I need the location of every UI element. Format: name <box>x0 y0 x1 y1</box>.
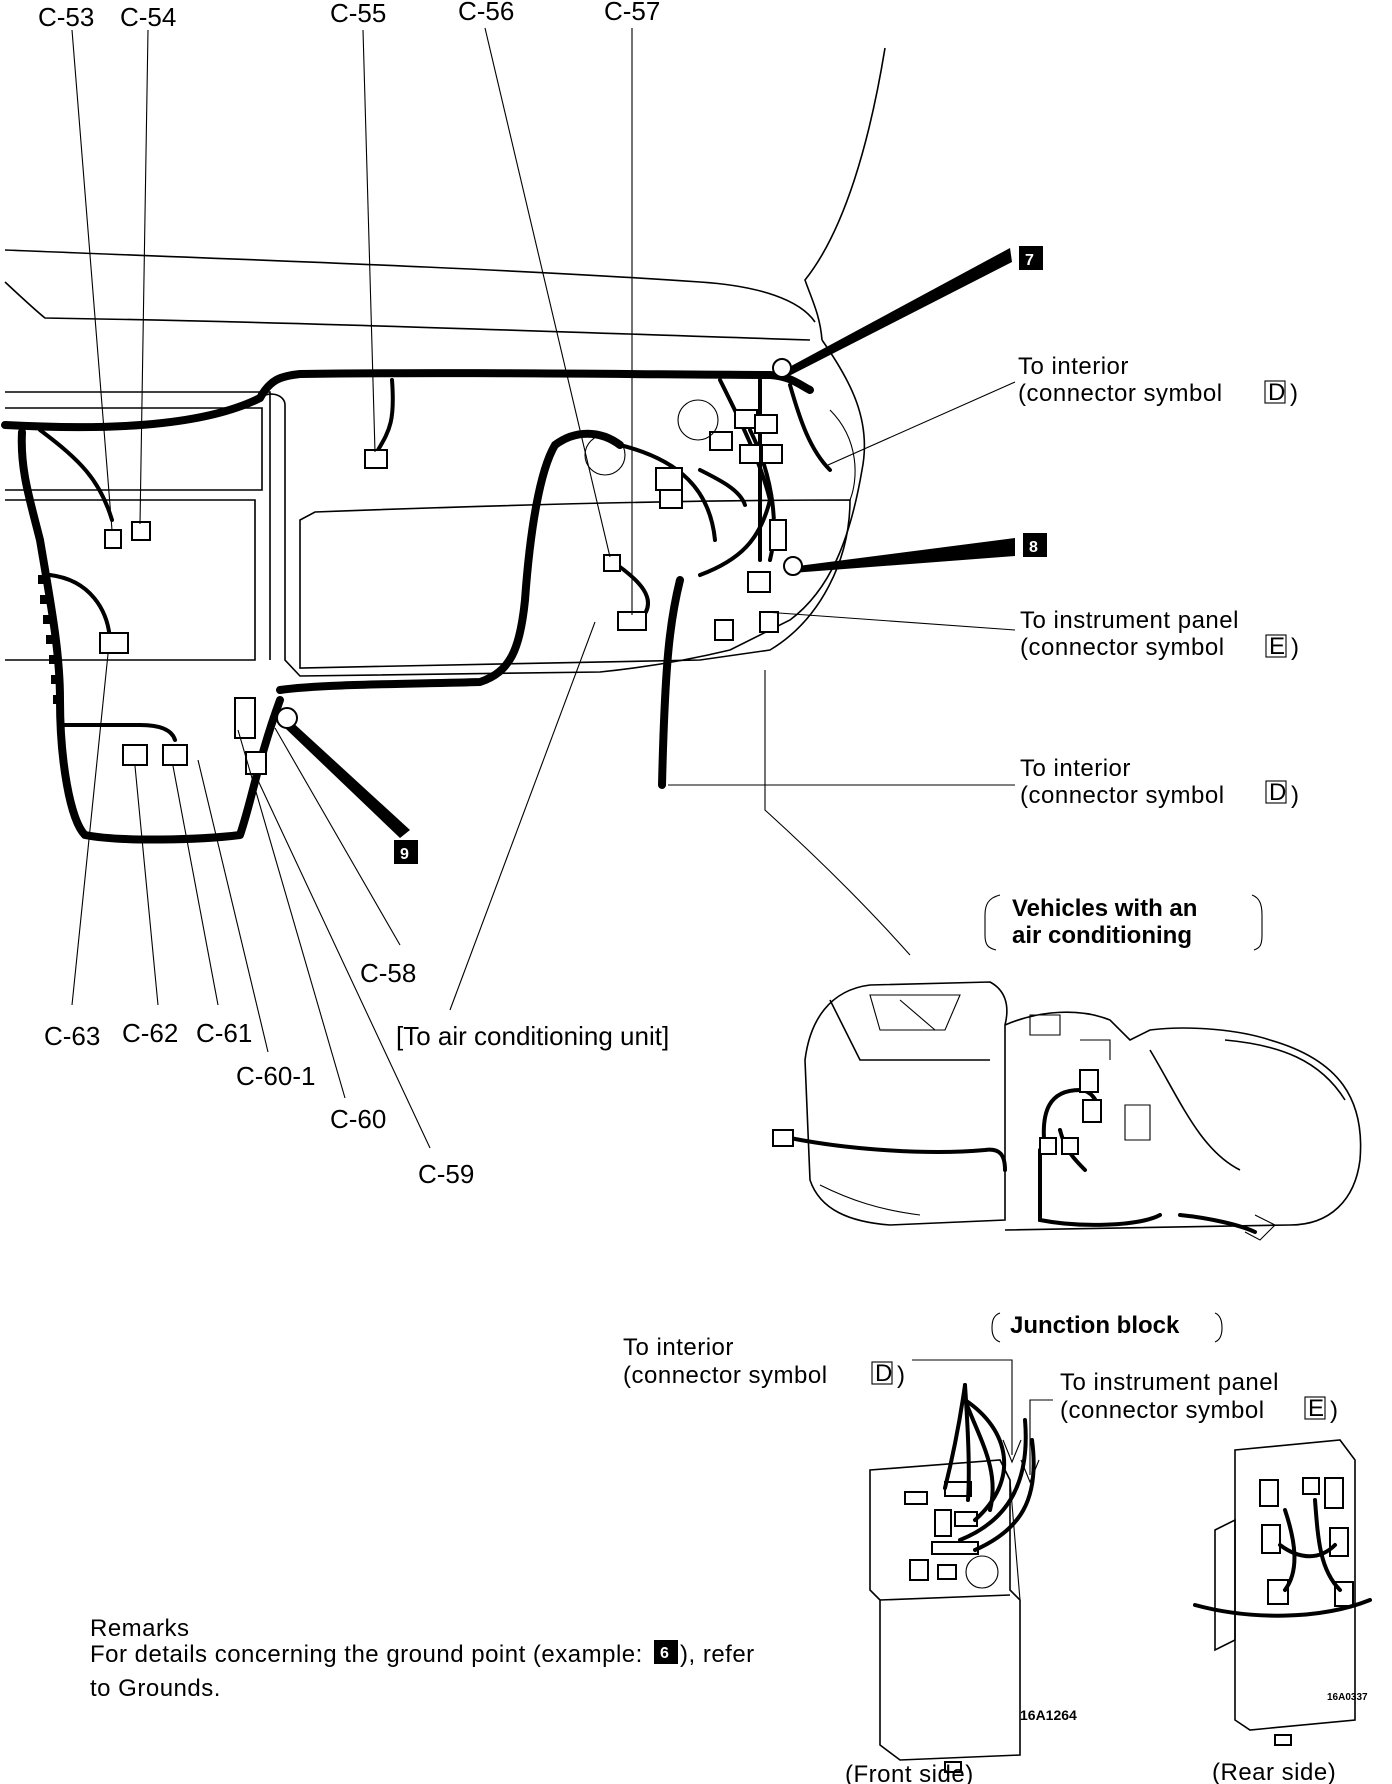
label-c63: C-63 <box>44 1021 100 1051</box>
label-c58: C-58 <box>360 958 416 988</box>
junction-code-rear: 16A0337 <box>1327 1692 1368 1703</box>
symbol-e-1: E <box>1269 633 1286 660</box>
callout-to-interior-1-line2: (connector symbol <box>1018 380 1223 407</box>
symbol-d-1: D <box>1268 379 1286 406</box>
label-c55: C-55 <box>330 0 386 28</box>
junction-to-interior-line1: To interior <box>623 1334 734 1361</box>
symbol-box-d-2 <box>1265 780 1287 804</box>
junction-rear-side-label: (Rear side) <box>1212 1759 1336 1784</box>
svg-text:8: 8 <box>1029 539 1038 556</box>
remarks-title: Remarks <box>90 1615 190 1642</box>
dashboard-outline <box>4 47 911 956</box>
svg-text:): ) <box>1290 380 1299 407</box>
label-c57: C-57 <box>604 0 660 26</box>
label-c60: C-60 <box>330 1104 386 1134</box>
svg-text:9: 9 <box>400 846 409 863</box>
ground-badge-9: 9 <box>394 840 418 864</box>
label-c61: C-61 <box>196 1018 252 1048</box>
callout-to-interior-1-line1: To interior <box>1018 353 1129 380</box>
label-c62: C-62 <box>122 1018 178 1048</box>
junction-leaders <box>912 1359 1053 1484</box>
junction-block-title: Junction block <box>991 1312 1223 1343</box>
callout-to-interior-2-line1: To interior <box>1020 755 1131 782</box>
label-to-ac-unit: [To air conditioning unit] <box>396 1021 669 1051</box>
junction-block-rear: 16A0337 <box>1193 1439 1372 1746</box>
leader-lines <box>71 27 1016 1149</box>
svg-text:): ) <box>1330 1397 1339 1424</box>
label-c56: C-56 <box>458 0 514 26</box>
ground-badge-8: 8 <box>1023 533 1047 557</box>
junction-to-instrument-line2: (connector symbol <box>1060 1397 1265 1424</box>
svg-text:Junction block: Junction block <box>1010 1312 1180 1339</box>
junction-code-front: 16A1264 <box>1020 1707 1077 1723</box>
junction-symbol-d: D <box>875 1360 893 1387</box>
junction-front-side-label: (Front side) <box>845 1761 974 1784</box>
ground-badge-7: 7 <box>1019 246 1043 270</box>
harness-connectors <box>99 399 787 775</box>
svg-text:air conditioning: air conditioning <box>1012 922 1192 949</box>
svg-text:): ) <box>897 1362 906 1389</box>
svg-text:Vehicles with an: Vehicles with an <box>1012 895 1197 922</box>
junction-block-front: 16A1264 <box>869 1383 1077 1773</box>
svg-text:): ) <box>1291 634 1300 661</box>
junction-to-interior-line2: (connector symbol <box>623 1362 828 1389</box>
label-c53: C-53 <box>38 2 94 32</box>
callout-to-interior-2-line2: (connector symbol <box>1020 782 1225 809</box>
remarks-line2: to Grounds. <box>90 1675 221 1702</box>
svg-text:7: 7 <box>1025 252 1034 269</box>
junction-to-instrument-line1: To instrument panel <box>1060 1369 1279 1396</box>
ac-section-title: Vehicles with an air conditioning <box>984 894 1263 951</box>
harness-dashed-segment <box>38 575 63 704</box>
ground-badge-6: 6 <box>654 1640 678 1664</box>
remarks-line1-suffix: ), refer <box>680 1641 755 1668</box>
junction-symbol-box-d <box>871 1361 893 1385</box>
callout-to-instrument-panel-1-line2: (connector symbol <box>1020 634 1225 661</box>
junction-symbol-e: E <box>1308 1395 1325 1422</box>
label-c60-1: C-60-1 <box>236 1061 315 1091</box>
callout-to-instrument-panel-1-line1: To instrument panel <box>1020 607 1239 634</box>
svg-text:): ) <box>1291 782 1300 809</box>
remarks-line1-prefix: For details concerning the ground point … <box>90 1641 643 1668</box>
svg-text:6: 6 <box>660 1645 669 1662</box>
symbol-box-d-1 <box>1264 380 1286 404</box>
ground-straps <box>276 248 1015 838</box>
symbol-box-e-1 <box>1265 634 1287 658</box>
label-c59: C-59 <box>418 1159 474 1189</box>
label-c54: C-54 <box>120 2 176 32</box>
main-harness <box>1 369 832 844</box>
junction-symbol-box-e <box>1304 1396 1326 1420</box>
symbol-d-2: D <box>1269 779 1287 806</box>
ac-unit-drawing <box>772 981 1362 1241</box>
